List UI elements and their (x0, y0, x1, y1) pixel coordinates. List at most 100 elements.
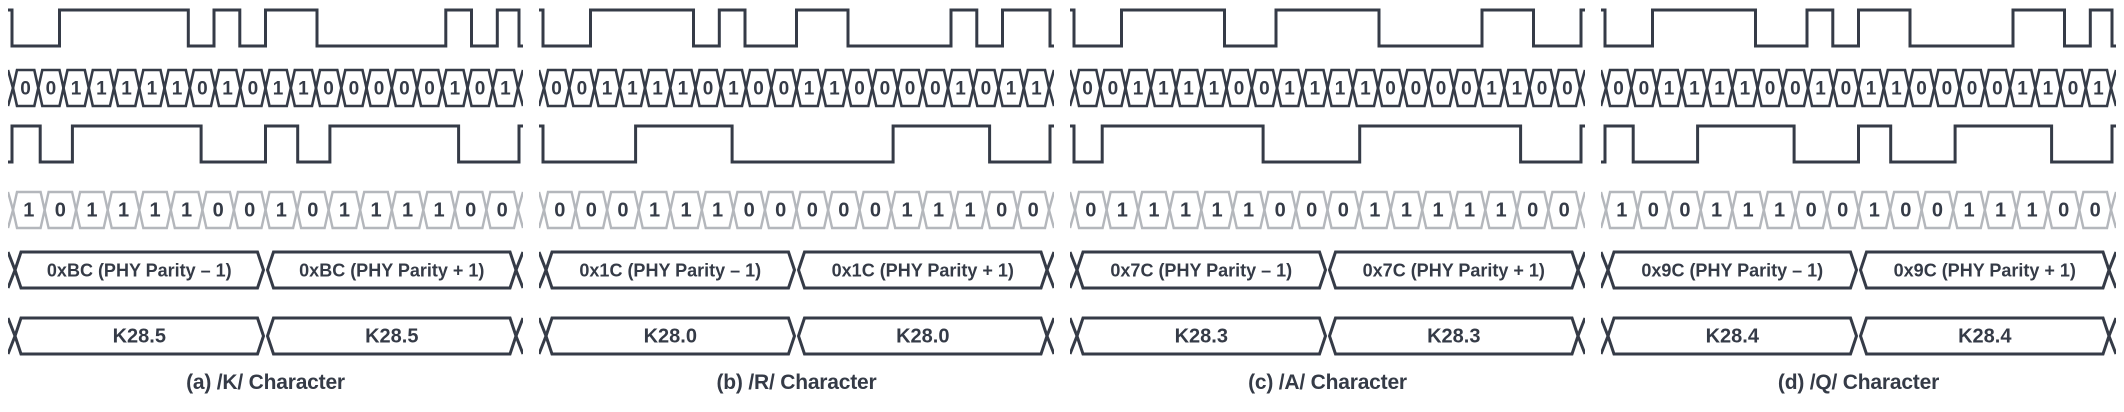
bit-cell (1604, 190, 1639, 230)
bit-value: 0 (1679, 200, 1690, 222)
bit-cell (1351, 68, 1380, 108)
bit-cell (1794, 190, 1829, 230)
bit-cell (491, 68, 520, 108)
bit-value: 1 (1209, 79, 1220, 100)
bit-cell (2015, 190, 2050, 230)
bit-cell (567, 68, 596, 108)
bit-value: 0 (465, 200, 476, 222)
bus-label-text: K28.0 (896, 326, 949, 348)
bit-cell (1275, 68, 1304, 108)
bus-label-text: 0x7C (PHY Parity – 1) (1110, 261, 1292, 281)
bit-value: 1 (1211, 200, 1222, 222)
bit-cell (1699, 190, 1734, 230)
bit-value: 1 (1891, 79, 1902, 100)
bit-value: 0 (46, 79, 57, 100)
bus-label-text: K28.4 (1706, 326, 1760, 348)
bit-value: 0 (551, 79, 562, 100)
bit-cell (1629, 68, 1658, 108)
bit-cell (1022, 68, 1051, 108)
bit-value: 0 (617, 200, 628, 222)
bit-cell (1300, 68, 1329, 108)
bit-cell (264, 68, 293, 108)
bus-label-text: K28.3 (1175, 326, 1228, 348)
bit-cell (169, 190, 204, 230)
bit-value: 1 (1512, 79, 1523, 100)
bit-cell (1200, 190, 1235, 230)
bus-label-text: 0x1C (PHY Parity – 1) (579, 261, 761, 281)
bit-cell (1655, 68, 1684, 108)
bit-value: 1 (1963, 200, 1974, 222)
bit-cell (1888, 190, 1923, 230)
bit-value: 1 (1335, 79, 1346, 100)
bus-label-cell (796, 250, 1049, 290)
bit-cell (542, 68, 571, 108)
bit-cell (946, 68, 975, 108)
bit-value: 0 (1085, 200, 1096, 222)
bit-cell (1452, 190, 1487, 230)
bit-cell (1604, 68, 1633, 108)
bit-value: 0 (1537, 79, 1548, 100)
bit-cell (163, 68, 192, 108)
bit-value: 0 (2058, 200, 2069, 222)
bit-value: 0 (323, 79, 334, 100)
bit-value: 0 (374, 79, 385, 100)
bit-value: 0 (1259, 79, 1270, 100)
panel-caption: (d) /Q/ Character (1777, 371, 1940, 394)
bit-value: 1 (901, 200, 912, 222)
bit-cell (826, 190, 861, 230)
bit-value: 1 (1360, 79, 1371, 100)
bit-value: 1 (965, 200, 976, 222)
bit-value: 1 (1740, 79, 1751, 100)
bit-cell (2033, 68, 2062, 108)
bit-value: 1 (712, 200, 723, 222)
byte-8b-waveform (539, 124, 1054, 164)
bit-cell (1225, 68, 1254, 108)
bit-value: 0 (1765, 79, 1776, 100)
bit-value: 0 (586, 200, 597, 222)
bit-value: 1 (1432, 200, 1443, 222)
bus-label-cell (796, 316, 1049, 356)
bit-value: 1 (1714, 79, 1725, 100)
bit-cell (188, 68, 217, 108)
bit-value: 0 (1648, 200, 1659, 222)
bit-cell (1825, 190, 1860, 230)
bit-cell (1983, 190, 2018, 230)
bus-label-text: K28.5 (365, 326, 418, 348)
bit-cell (11, 190, 46, 230)
bit-cell (327, 190, 362, 230)
bit-value: 0 (475, 79, 486, 100)
bus-label-cell (1075, 250, 1328, 290)
bit-cell (358, 190, 394, 230)
bus-label-cell (544, 250, 797, 290)
bit-value: 0 (1338, 200, 1349, 222)
bit-value: 1 (2017, 79, 2028, 100)
bit-value: 0 (744, 200, 755, 222)
bit-value: 1 (2027, 200, 2038, 222)
bit-cell (858, 190, 893, 230)
bit-cell (1983, 68, 2012, 108)
bit-cell (669, 190, 704, 230)
bit-cell (213, 68, 242, 108)
serial-10b-waveform (539, 8, 1054, 48)
bit-value: 0 (244, 200, 255, 222)
bit-cell (921, 190, 956, 230)
bit-cell (11, 68, 40, 108)
bit-value: 0 (1967, 79, 1978, 100)
bit-cell (1907, 68, 1936, 108)
bit-value: 1 (1180, 200, 1191, 222)
bus-label-text: 0xBC (PHY Parity – 1) (47, 261, 232, 281)
bit-value: 1 (1711, 200, 1722, 222)
bus-label-text: K28.5 (113, 326, 166, 348)
bit-value: 1 (434, 200, 445, 222)
bit-value: 0 (1559, 200, 1570, 222)
bit-value: 0 (1613, 79, 1624, 100)
bit-value: 0 (1082, 79, 1093, 100)
bit-cell (485, 190, 520, 230)
bus-label-cell (1606, 316, 1859, 356)
